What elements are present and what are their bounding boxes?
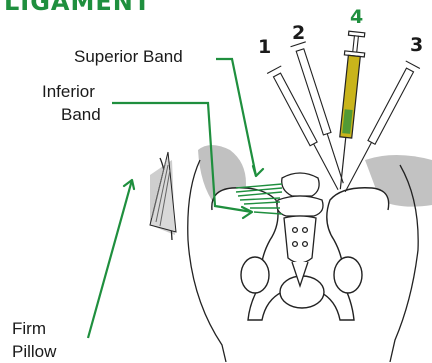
firm-pillow-label-line1: Firm <box>12 317 46 340</box>
firm-pillow-label-line2: Pillow <box>12 340 56 363</box>
superior-band-label: Superior Band <box>74 45 183 68</box>
needle-number-4: 4 <box>350 6 363 28</box>
needle-number-2: 2 <box>292 22 305 44</box>
syringe-4 <box>330 31 366 190</box>
needle-number-1: 1 <box>258 36 271 58</box>
needle-number-3: 3 <box>410 34 423 56</box>
inferior-band-label-line2: Band <box>61 103 101 126</box>
inferior-band-label-line1: Inferior <box>42 80 95 103</box>
spine <box>277 173 323 286</box>
